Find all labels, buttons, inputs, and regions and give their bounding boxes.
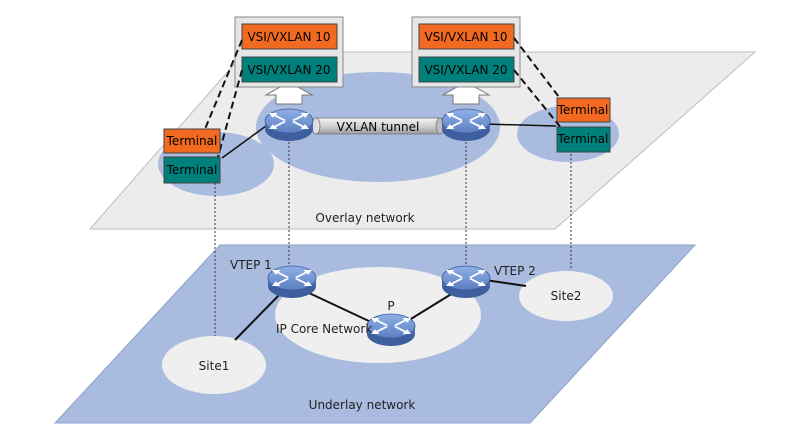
underlay-plane-label: Underlay network [309,398,416,412]
router-icon [441,108,491,142]
terminal-left-teal: Terminal [166,163,218,177]
up-arrow-icon [264,81,314,105]
ip-core-label: IP Core Network [276,322,372,336]
terminals-right: Terminal Terminal [556,97,611,153]
vsi-right-vxlan10: VSI/VXLAN 10 [424,30,507,44]
terminal-left-orange: Terminal [166,134,218,148]
vsi-box-left: VSI/VXLAN 10 VSI/VXLAN 20 [234,16,344,88]
router-icon [441,265,491,299]
terminals-left: Terminal Terminal [163,128,221,184]
terminal-right-orange: Terminal [557,103,609,117]
projection-lines [214,138,572,336]
vtep2-label: VTEP 2 [494,264,536,278]
site1-label: Site1 [199,359,230,373]
ip-core-ellipse [275,267,481,363]
vsi-left-vxlan10: VSI/VXLAN 10 [247,30,330,44]
vsi-right-vxlan20: VSI/VXLAN 20 [424,63,507,77]
terminal-right-teal: Terminal [557,132,609,146]
up-arrow-icon [441,81,491,105]
vsi-mapping-lines [204,37,563,158]
router-icon [264,108,314,142]
site2-label: Site2 [551,289,582,303]
vsi-left-vxlan20: VSI/VXLAN 20 [247,63,330,77]
router-icon [366,313,416,347]
overlay-links [221,122,557,159]
site1-ellipse [162,336,266,394]
p-router-label: P [387,299,394,313]
router-icon [267,265,317,299]
site2-ellipse [519,271,613,321]
vsi-box-right: VSI/VXLAN 10 VSI/VXLAN 20 [411,16,521,88]
vxlan-tunnel: VXLAN tunnel [311,117,445,135]
overlay-plane-label: Overlay network [315,211,414,225]
tunnel-label: VXLAN tunnel [337,120,420,134]
vtep1-label: VTEP 1 [230,258,272,272]
